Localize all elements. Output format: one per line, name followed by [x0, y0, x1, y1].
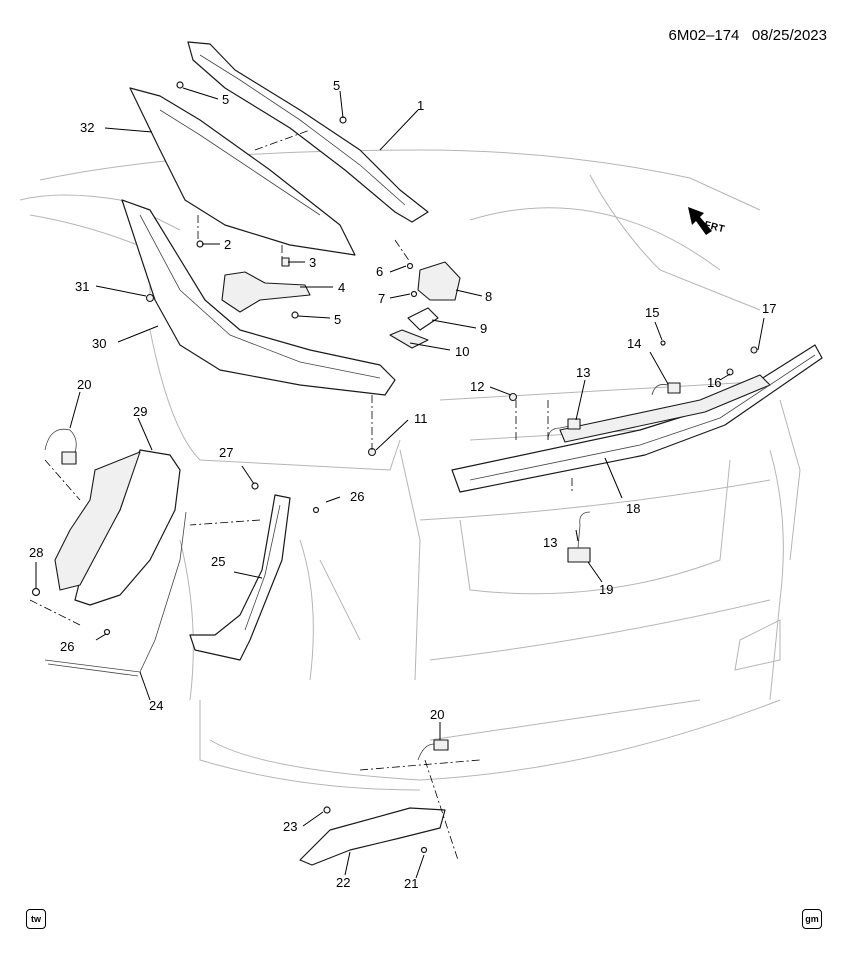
callout-28: 28 — [29, 545, 44, 560]
part-9-plate — [407, 307, 439, 331]
doc-date: 08/25/2023 — [751, 27, 827, 44]
callout-6: 6 — [376, 264, 384, 279]
fasteners — [31, 81, 758, 854]
part-4-bracket — [221, 271, 311, 313]
callout-7: 7 — [378, 291, 386, 306]
callout-11: 11 — [414, 411, 428, 426]
diagram-header: 6M02–174 08/25/2023 — [669, 27, 828, 44]
part-24-seal — [44, 511, 187, 673]
leader-lines — [35, 87, 765, 879]
callout-3: 3 — [309, 255, 317, 270]
callout-5c: 5 — [334, 312, 342, 327]
vehicle-body-outline — [19, 149, 801, 791]
part-25-bracket — [189, 494, 291, 661]
callout-16: 16 — [707, 375, 722, 390]
callout-21: 21 — [404, 876, 419, 891]
callout-30: 30 — [92, 336, 107, 351]
alignment-lines — [29, 129, 573, 861]
callout-17: 17 — [762, 301, 777, 316]
part-8-lamp — [417, 261, 461, 301]
part-30-lower-trim — [121, 199, 396, 396]
callout-29: 29 — [133, 404, 148, 419]
part-32-trim-panel — [129, 87, 356, 256]
callout-24: 24 — [149, 698, 164, 713]
tw-badge: tw — [26, 909, 46, 929]
callout-20b: 20 — [430, 707, 445, 722]
front-arrow-icon — [688, 207, 712, 235]
callout-4: 4 — [338, 280, 346, 295]
callout-1: 1 — [417, 98, 425, 113]
callout-20a: 20 — [77, 377, 92, 392]
callout-9: 9 — [480, 321, 488, 336]
callout-13b: 13 — [543, 535, 558, 550]
callout-12: 12 — [470, 379, 485, 394]
part-20-harness — [44, 428, 77, 456]
part-19-plate-lamp — [567, 547, 591, 563]
callout-23: 23 — [283, 819, 298, 834]
callout-27: 27 — [219, 445, 234, 460]
part-1-garnish-strip — [187, 41, 429, 223]
callout-22: 22 — [336, 875, 351, 890]
callout-14: 14 — [627, 336, 642, 351]
callout-13a: 13 — [576, 365, 591, 380]
part-18-applique-bar — [451, 344, 823, 493]
callout-10: 10 — [455, 344, 470, 359]
callout-31: 31 — [75, 279, 90, 294]
callout-5a: 5 — [222, 92, 230, 107]
callout-5b: 5 — [333, 78, 341, 93]
callout-2: 2 — [224, 237, 232, 252]
callout-26a: 26 — [350, 489, 365, 504]
callout-32: 32 — [80, 120, 95, 135]
doc-id: 6M02–174 — [668, 27, 740, 44]
part-10-bracket — [389, 329, 429, 349]
part-22-marker — [299, 807, 446, 866]
callout-15: 15 — [645, 305, 660, 320]
callout-26b: 26 — [60, 639, 75, 654]
callout-25: 25 — [211, 554, 226, 569]
gm-logo: gm — [802, 909, 822, 929]
callout-8: 8 — [485, 289, 493, 304]
callout-18: 18 — [626, 501, 641, 516]
callout-19: 19 — [599, 582, 614, 597]
